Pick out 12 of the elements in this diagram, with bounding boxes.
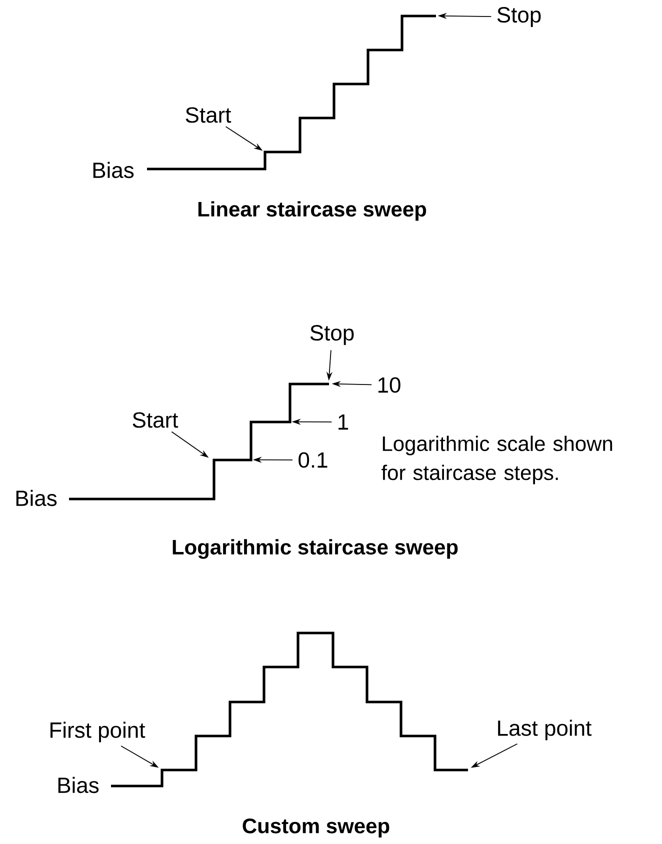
callout-text: 1 <box>338 414 348 430</box>
staircase-line <box>69 382 329 500</box>
callout-text: Stop <box>497 7 541 27</box>
staircase-line <box>147 14 436 170</box>
caption: Linear staircase sweep <box>198 201 426 221</box>
callout-text: Stop <box>310 325 354 345</box>
callout-text: First point <box>50 722 146 742</box>
callout-text: Last point <box>498 720 592 740</box>
caption: Custom sweep <box>242 818 390 838</box>
callout-text: 10 <box>378 377 400 393</box>
caption: Logarithmic staircase sweep <box>172 539 458 559</box>
axis-label: Bias <box>16 490 57 506</box>
